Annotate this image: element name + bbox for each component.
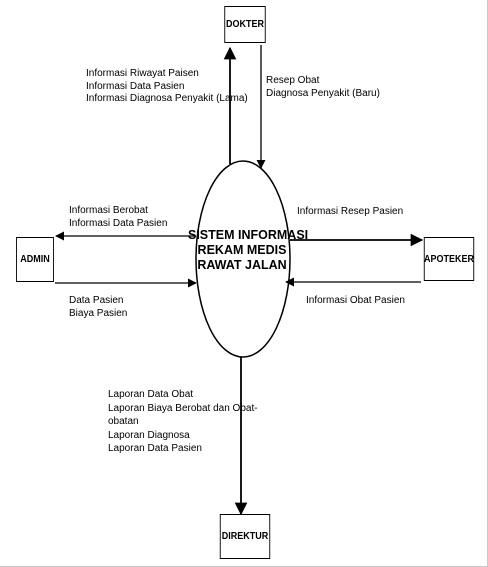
process-label-line: RAWAT JALAN <box>197 258 287 272</box>
entity-direktur: DIREKTUR <box>219 514 271 559</box>
flow-label-line: Diagnosa Penyakit (Baru) <box>266 87 380 99</box>
flow-label-line: Data Pasien <box>69 295 124 306</box>
flow-label-line: obatan <box>108 416 139 427</box>
flow-label-line: Biaya Pasien <box>69 307 128 319</box>
flow-label-line: Informasi Berobat <box>69 205 148 216</box>
flow-label-line: Laporan Data Obat <box>108 389 194 400</box>
flow-label-line: Laporan Data Pasien <box>108 443 202 454</box>
process-label-line: REKAM MEDIS <box>197 243 287 257</box>
flow-label-line: Informasi Diagnosa Penyakit (Lama) <box>86 93 248 104</box>
flow-label-line: Informasi Resep Pasien <box>297 206 404 217</box>
flow-label-line: Informasi Data Pasien <box>69 217 168 229</box>
process-ellipse <box>195 160 291 358</box>
flow-label-to-direktur: Laporan Data Obat Laporan Biaya Berobat … <box>108 388 258 456</box>
flow-label-from-apoteker: Informasi Obat Pasien <box>306 295 405 308</box>
flow-label-line: Laporan Biaya Berobat dan Obat- <box>108 402 258 414</box>
flow-label-from-dokter: Resep Obat Diagnosa Penyakit (Baru) <box>266 75 380 100</box>
entity-admin: ADMIN <box>16 237 54 282</box>
flow-label-to-admin: Informasi Berobat Informasi Data Pasien <box>69 205 167 230</box>
process-label: SISTEM INFORMASI REKAM MEDIS RAWAT JALAN <box>188 228 309 273</box>
entity-apoteker: APOTEKER <box>423 237 475 281</box>
flow-label-line: Informasi Riwayat Paisen <box>86 68 199 79</box>
flow-label-line: Resep Obat <box>266 75 320 86</box>
flow-label-to-dokter: Informasi Riwayat Paisen Informasi Data … <box>86 68 248 106</box>
flow-label-from-admin: Data Pasien Biaya Pasien <box>69 295 127 320</box>
entity-dokter: DOKTER <box>224 6 266 43</box>
flow-label-line: Informasi Obat Pasien <box>306 295 405 306</box>
flow-label-line: Informasi Data Pasien <box>86 80 185 92</box>
process-label-line: SISTEM INFORMASI <box>188 228 309 242</box>
flow-label-to-apoteker: Informasi Resep Pasien <box>297 206 403 219</box>
flow-label-line: Laporan Diagnosa <box>108 429 190 441</box>
